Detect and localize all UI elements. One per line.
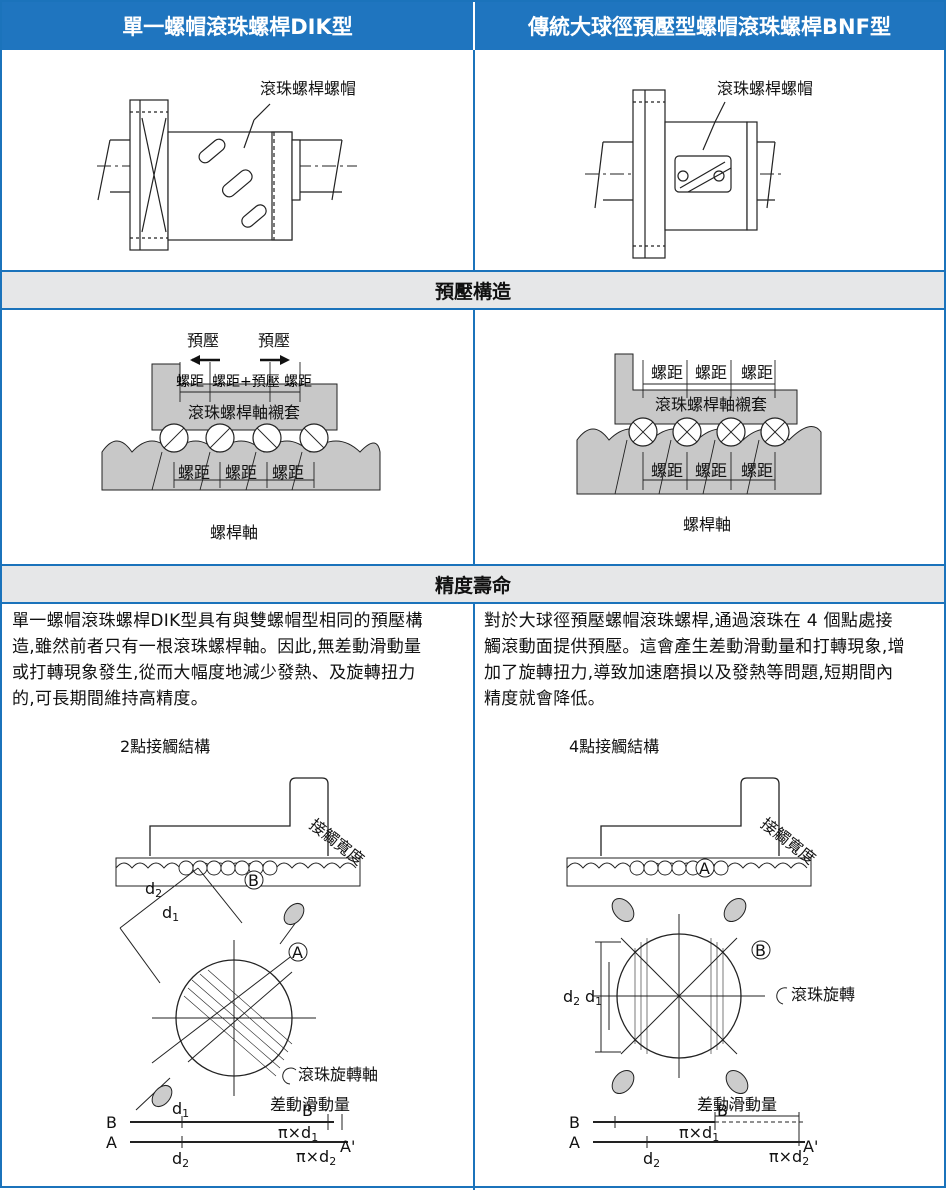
bnf-nut-drawing: 滾珠螺桿螺帽 bbox=[585, 79, 813, 259]
text-line: 精度就會降低。 bbox=[484, 689, 606, 709]
bnf-nut-label: 滾珠螺桿螺帽 bbox=[717, 79, 813, 98]
nut-sleeve-label: 滾珠螺桿軸襯套 bbox=[655, 395, 767, 414]
bnf-preload-diagram: 螺距 螺距 螺距 滾珠螺桿軸襯套 螺距 螺距 螺距 螺桿軸 bbox=[576, 353, 822, 534]
line-a-label: A bbox=[569, 1133, 580, 1152]
right-column-title: 傳統大球徑預壓型螺帽滾珠螺桿BNF型 bbox=[528, 15, 891, 39]
four-point-contact-title: 4點接觸結構 bbox=[569, 737, 659, 756]
dik-life-text: 單一螺帽滾珠螺桿DIK型具有與雙螺帽型相同的預壓構 造,雖然前者只有一根滾珠螺桿… bbox=[12, 608, 470, 712]
screw-shaft-label: 螺桿軸 bbox=[210, 523, 258, 542]
dimension-d: d2 bbox=[145, 879, 162, 900]
life-band: 精度壽命 bbox=[2, 564, 944, 604]
text-line: 造,雖然前者只有一根滾珠螺桿軸。因此,無差動滑動量 bbox=[12, 637, 422, 657]
column-divider bbox=[473, 50, 475, 272]
column-divider bbox=[473, 310, 475, 566]
dimension-d: d1 bbox=[162, 903, 179, 924]
pitch-label: 螺距 bbox=[178, 463, 210, 482]
dimension-d: d2 bbox=[172, 1149, 189, 1170]
screw-shaft-label: 螺桿軸 bbox=[683, 515, 731, 534]
mark-b: B bbox=[755, 941, 766, 960]
right-column-header: 傳統大球徑預壓型螺帽滾珠螺桿BNF型 bbox=[475, 2, 944, 50]
pitch-label: 螺距 bbox=[695, 363, 727, 382]
pitch-label: 螺距 bbox=[651, 363, 683, 382]
line-b-label: B bbox=[106, 1113, 117, 1132]
two-point-contact-title: 2點接觸結構 bbox=[120, 737, 210, 756]
slip-label: 差動滑動量 bbox=[697, 1095, 777, 1114]
text-line: 或打轉現象發生,從而大幅度地減少發熱、及旋轉扭力 bbox=[12, 663, 416, 683]
dik-nut-drawing: 滾珠螺桿螺帽 bbox=[97, 79, 357, 251]
preload-label-2: 預壓 bbox=[258, 331, 290, 350]
pitch-label: 螺距 bbox=[272, 463, 304, 482]
dimension-d: d2 bbox=[563, 987, 580, 1008]
pitch-label: 螺距 bbox=[695, 461, 727, 480]
text-line: 加了旋轉扭力,導致加速磨損以及發熱等問題,短期間內 bbox=[484, 663, 894, 683]
pitch-label: 螺距 bbox=[651, 461, 683, 480]
mark-b: B bbox=[248, 871, 259, 890]
a-prime-label: A' bbox=[340, 1137, 355, 1156]
pitch-label: 螺距 bbox=[741, 461, 773, 480]
b-prime-label: B' bbox=[302, 1101, 317, 1120]
life-band-title: 精度壽命 bbox=[434, 574, 511, 597]
four-point-contact-diagram: 4點接觸結構 d2 d1 A B 接觸寬度 滾珠旋轉 bbox=[563, 737, 855, 1170]
dik-nut-label: 滾珠螺桿螺帽 bbox=[260, 79, 356, 98]
pi-d1-label: π×d1 bbox=[679, 1123, 719, 1144]
dimension-d: d2 bbox=[643, 1149, 660, 1170]
pi-d2-label: π×d2 bbox=[769, 1147, 809, 1168]
slip-label: 差動滑動量 bbox=[270, 1095, 350, 1114]
dik-preload-diagram: 預壓 預壓 螺距 螺距+預壓 螺距 滾珠螺桿軸襯套 螺距 螺距 螺距 螺桿軸 bbox=[101, 331, 381, 542]
pi-d2-label: π×d2 bbox=[296, 1147, 336, 1168]
preload-band-title: 預壓構造 bbox=[434, 280, 511, 303]
preload-label-1: 預壓 bbox=[187, 331, 219, 350]
pitch-label: 螺距 bbox=[741, 363, 773, 382]
preload-band: 預壓構造 bbox=[2, 270, 944, 310]
left-column-title: 單一螺帽滾珠螺桿DIK型 bbox=[122, 15, 353, 39]
pi-d1-label: π×d1 bbox=[278, 1123, 318, 1144]
dimension-d: d1 bbox=[585, 987, 602, 1008]
mark-a: A bbox=[699, 859, 710, 878]
line-a-label: A bbox=[106, 1133, 117, 1152]
dimension-d: d1 bbox=[172, 1099, 189, 1120]
nut-sleeve-label: 滾珠螺桿軸襯套 bbox=[188, 403, 300, 422]
b-prime-label: B' bbox=[717, 1101, 732, 1120]
text-line: 觸滾動面提供預壓。這會產生差動滑動量和打轉現象,增 bbox=[484, 637, 905, 657]
pitch-label: 螺距 bbox=[176, 374, 204, 390]
left-column-header: 單一螺帽滾珠螺桿DIK型 bbox=[2, 2, 473, 50]
ball-rotation-label: 滾珠旋轉 bbox=[791, 985, 855, 1004]
text-line: 的,可長期間維持高精度。 bbox=[12, 689, 209, 709]
mark-a: A bbox=[292, 943, 303, 962]
line-b-label: B bbox=[569, 1113, 580, 1132]
ball-rotation-label: 滾珠旋轉軸 bbox=[298, 1065, 378, 1084]
column-divider bbox=[473, 604, 475, 1190]
pitch-plus-preload-label: 螺距+預壓 bbox=[212, 374, 280, 390]
bnf-life-text: 對於大球徑預壓螺帽滾珠螺桿,通過滾珠在 4 個點處接 觸滾動面提供預壓。這會產生… bbox=[484, 608, 940, 712]
pitch-label: 螺距 bbox=[284, 374, 312, 390]
pitch-label: 螺距 bbox=[225, 463, 257, 482]
text-line: 單一螺帽滾珠螺桿DIK型具有與雙螺帽型相同的預壓構 bbox=[12, 611, 423, 631]
text-line: 對於大球徑預壓螺帽滾珠螺桿,通過滾珠在 4 個點處接 bbox=[484, 611, 893, 631]
a-prime-label: A' bbox=[803, 1137, 818, 1156]
two-point-contact-diagram: 2點接觸結構 d2 d1 B bbox=[106, 737, 378, 1170]
